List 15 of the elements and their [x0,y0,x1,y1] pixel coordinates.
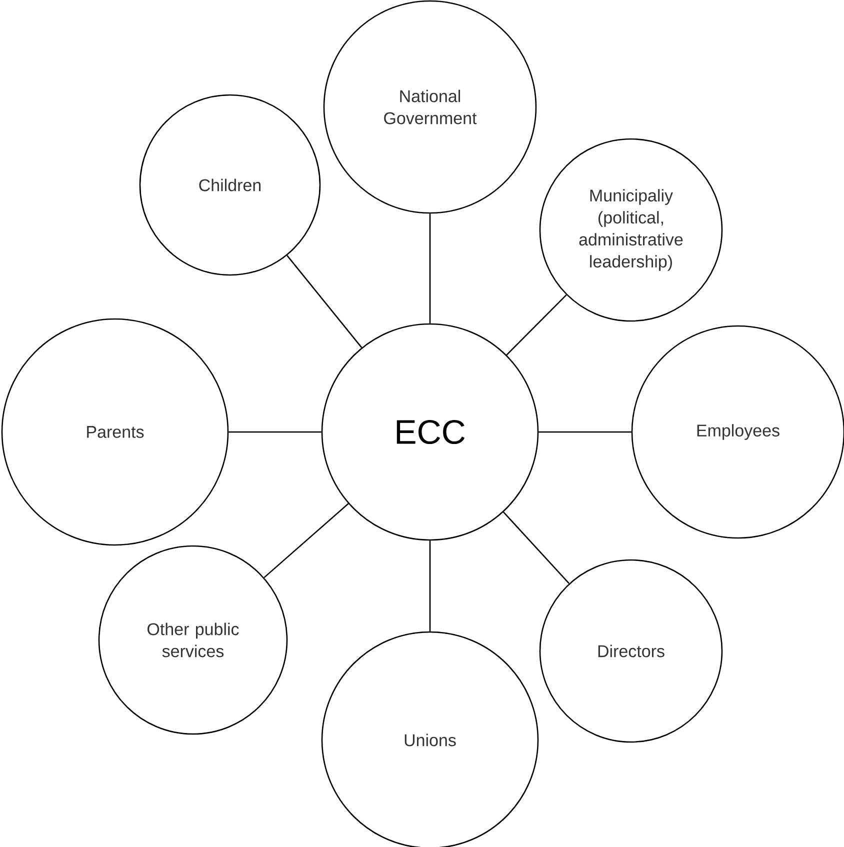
connector-line [264,503,349,578]
circle-node: Other public services [98,545,288,735]
connector-line [429,540,431,632]
circle-node: Children [139,94,321,276]
connector-line [502,512,570,584]
connector-line [506,294,567,356]
connector-line [286,255,362,348]
connector-line [429,214,431,324]
circle-node: ECC [321,323,539,541]
circle-node: Directors [539,559,723,743]
circle-node: Parents [1,318,229,546]
connector-line [538,431,632,433]
connector-line [228,431,322,433]
circle-node: National Government [323,0,537,214]
circle-node: Municipaliy (political, administrative leadership) [539,138,723,322]
